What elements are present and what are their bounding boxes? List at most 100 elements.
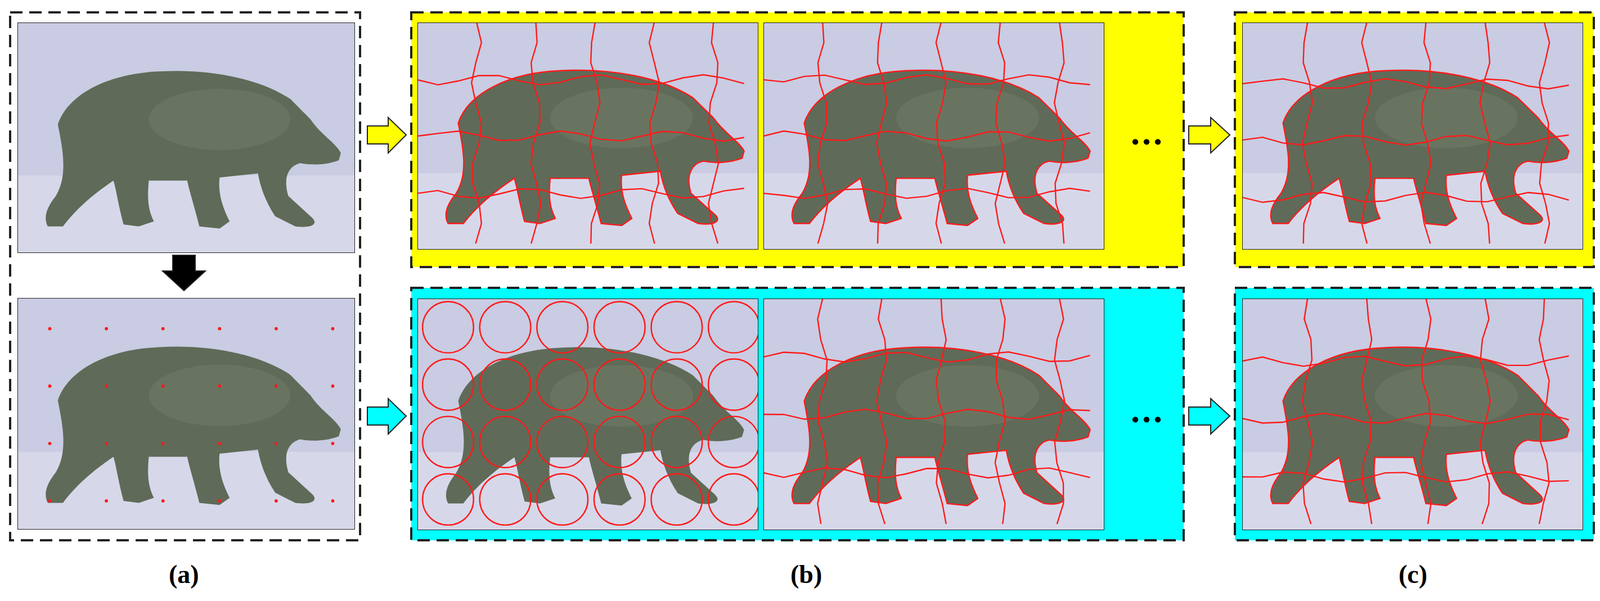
superpixel-boundary [995,298,1006,525]
snow-ground [1242,22,1584,250]
polar-bear [45,70,341,229]
panel-label: (b) [790,559,822,590]
superpixel-boundary [531,22,542,244]
superpixel-circle [479,416,532,469]
superpixel-boundary [1302,22,1313,244]
superpixel-boundary [1242,135,1570,146]
panel-label: (c) [1398,559,1428,590]
bear-boundary [1270,347,1570,507]
photo [763,298,1105,531]
superpixel-circle [650,474,703,526]
seed-dot [274,327,278,331]
flow-arrow [1188,117,1230,154]
superpixel-circle [594,359,646,411]
seed-dot [274,499,278,503]
superpixel-circle [479,474,532,526]
polar-bear [1270,347,1570,507]
superpixel-boundary [763,409,1091,420]
seed-dot [217,442,222,446]
dashed-panel [1234,288,1594,541]
seed-dot [48,327,52,331]
photo [763,22,1105,250]
ellipsis: ... [1130,111,1165,154]
superpixel-circle [650,301,703,353]
snow-ground [17,298,355,530]
photo-frame [1242,298,1584,531]
superpixel-circle [479,301,532,353]
seed-dot [274,442,278,446]
snow-ground [1242,298,1584,531]
bear-shade [149,364,291,426]
superpixel-circle [594,474,646,526]
superpixel-boundary [1539,298,1550,525]
seed-dot [104,442,109,446]
superpixel-circle [422,416,474,469]
superpixel-boundary [1242,356,1570,367]
dashed-panel [1234,12,1594,268]
panel-fill [411,12,1184,268]
panel-fill [411,288,1184,541]
bear-boundary [1270,70,1570,226]
superpixel-boundary [1302,298,1313,525]
seed-dot [217,384,222,389]
ellipsis: ... [1130,389,1165,432]
down-arrow [162,255,206,291]
seed-dot [217,499,222,503]
bear-shade [896,365,1040,427]
bear-shade [1374,365,1518,427]
seed-dot [274,384,278,389]
superpixel-boundary [817,298,828,525]
dashed-panel [10,12,361,541]
superpixel-boundary [590,22,601,244]
photo [17,22,355,254]
panel-fill [1234,12,1594,268]
seed-dot [104,384,109,389]
seed-dot [104,499,109,503]
superpixel-circle [536,474,588,526]
superpixel-boundary [417,74,745,85]
photo [17,298,355,530]
photo-frame [17,22,355,254]
superpixel-circle [650,416,703,469]
polar-bear [792,70,1091,226]
superpixel-boundary [1480,298,1491,525]
photo-frame [1242,22,1584,250]
seed-dot [331,442,335,446]
bear-boundary [792,70,1091,226]
superpixel-boundary [1242,413,1570,424]
polar-bear [792,347,1091,507]
superpixel-circle [708,359,760,411]
panel-fill [1234,288,1594,541]
bear-shade [550,87,694,148]
bear-boundary [792,347,1091,507]
snow-ground [17,22,355,254]
seed-dot [217,327,222,331]
photo-frame [17,298,355,530]
snow-ground [763,298,1105,531]
photo-frame [763,22,1105,250]
superpixel-circle [708,301,760,353]
seed-dot [161,384,165,389]
polar-bear [446,70,745,226]
bear-shade [149,88,291,151]
photo-frame [417,22,759,250]
seed-dot [161,499,165,503]
superpixel-boundary [818,22,829,244]
superpixel-circle [594,416,646,469]
superpixel-circle [422,359,474,411]
seed-dot [104,327,109,331]
superpixel-boundary [417,131,745,142]
superpixel-circle [650,359,703,411]
bear-shade [896,87,1040,148]
superpixel-boundary [936,22,947,244]
image-group [17,22,1584,531]
polar-bear [1270,70,1570,226]
seed-dot [331,384,335,389]
seed-dot [161,327,165,331]
seed-dot [331,327,335,331]
superpixel-boundary [1480,22,1491,244]
seed-dot [331,499,335,503]
snow-ground [417,22,759,250]
superpixel-boundary [1361,22,1372,244]
superpixel-circle [594,301,646,353]
